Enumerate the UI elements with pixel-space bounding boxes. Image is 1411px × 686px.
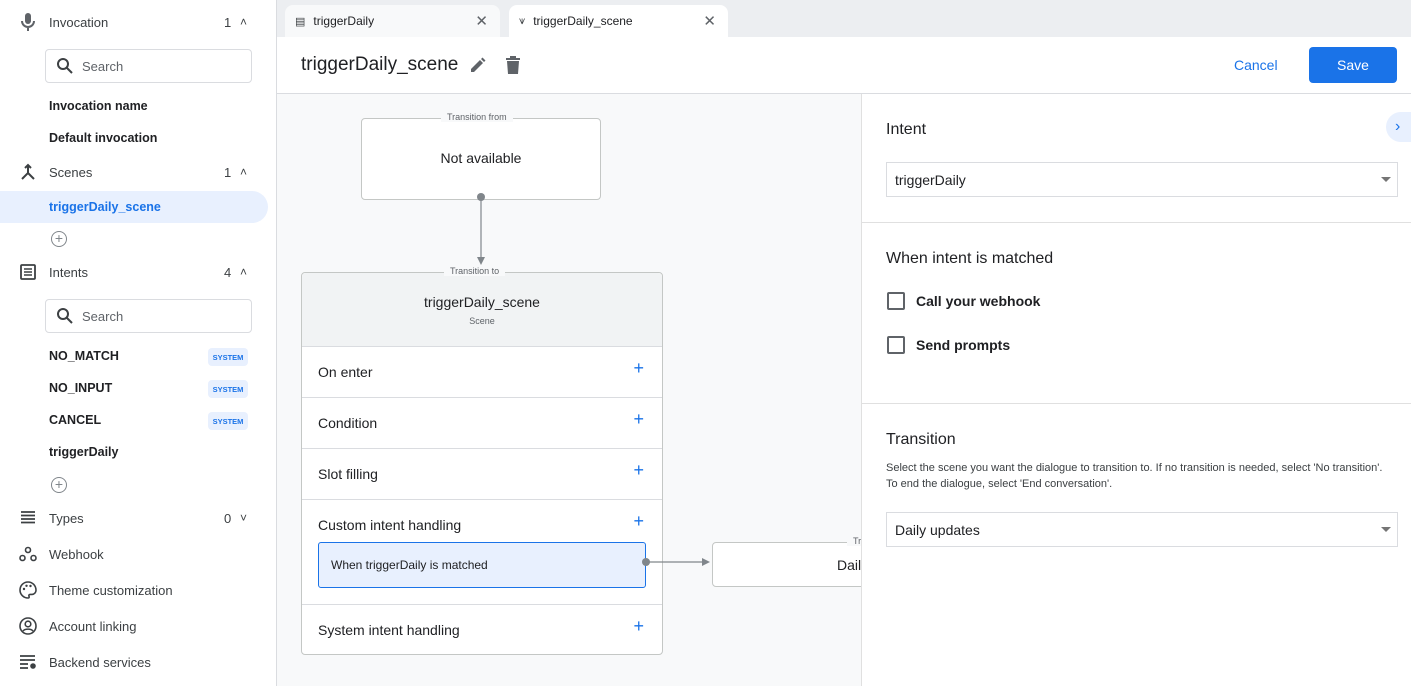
sidebar-item-cancel[interactable]: CANCEL xyxy=(49,413,102,427)
chevron-up-icon[interactable]: ˄ xyxy=(240,15,248,29)
section-intents[interactable]: Intents 4 ˄ xyxy=(0,257,276,287)
sidebar-item-backend-services[interactable]: Backend services xyxy=(0,647,276,677)
section-invocation[interactable]: Invocation 1 ˄ xyxy=(0,7,276,37)
sidebar-item-account-linking[interactable]: Account linking xyxy=(0,611,276,641)
add-icon[interactable]: + xyxy=(633,616,644,636)
tab-bar: ▤ triggerDaily ✕ ⩛ triggerDaily_scene ✕ xyxy=(277,0,1411,37)
connector-arrow xyxy=(477,193,485,265)
scene-canvas: Transition from Not available Transition… xyxy=(277,94,861,686)
cancel-button[interactable]: Cancel xyxy=(1234,57,1278,73)
section-types[interactable]: Types 0 ˅ xyxy=(0,503,276,533)
page-header: triggerDaily_scene Cancel Save xyxy=(277,37,1411,94)
sidebar-item-webhook[interactable]: Webhook xyxy=(0,539,276,569)
save-button[interactable]: Save xyxy=(1309,47,1397,83)
sidebar: Invocation 1 ˄ Search Invocation name De… xyxy=(0,0,277,686)
delete-trash-icon[interactable] xyxy=(505,55,521,74)
sidebar-item-no-input[interactable]: NO_INPUT xyxy=(49,381,113,395)
chevron-up-icon[interactable]: ˄ xyxy=(240,165,248,179)
add-icon[interactable]: + xyxy=(633,409,644,429)
dropdown-arrow-icon xyxy=(1381,527,1391,532)
intent-list-icon xyxy=(18,262,38,282)
transition-description: Select the scene you want the dialogue t… xyxy=(886,462,1383,490)
chevron-up-icon[interactable]: ˄ xyxy=(240,265,248,279)
row-slot-filling[interactable]: Slot filling+ xyxy=(302,448,662,499)
types-icon xyxy=(18,508,38,528)
chevron-right-icon[interactable]: › xyxy=(1386,112,1411,142)
chevron-down-icon[interactable]: ˅ xyxy=(240,511,248,525)
sidebar-item-theme-customization[interactable]: Theme customization xyxy=(0,575,276,605)
handler-connector-arrow xyxy=(642,558,710,566)
close-icon[interactable]: ✕ xyxy=(475,13,488,30)
sidebar-item-no-match[interactable]: NO_MATCH xyxy=(49,349,119,363)
scene-icon: ⩛ xyxy=(519,14,526,27)
palette-icon xyxy=(18,580,38,600)
intent-handler-triggerdaily[interactable]: When triggerDaily is matched xyxy=(318,542,646,588)
tab-triggerdaily[interactable]: ▤ triggerDaily ✕ xyxy=(285,5,500,37)
transition-select[interactable]: Daily updates xyxy=(886,512,1398,547)
add-icon[interactable]: + xyxy=(633,358,644,378)
microphone-icon xyxy=(18,12,38,32)
section-scenes[interactable]: Scenes 1 ˄ xyxy=(0,157,276,187)
divider xyxy=(862,222,1411,223)
row-custom-intent-handling[interactable]: Custom intent handling+ When triggerDail… xyxy=(302,499,662,604)
intent-icon: ▤ xyxy=(295,15,306,28)
scene-node: Transition to triggerDaily_scene Scene O… xyxy=(301,266,663,655)
call-webhook-checkbox[interactable] xyxy=(887,292,905,310)
invocation-search-input[interactable]: Search xyxy=(45,49,252,83)
row-system-intent-handling[interactable]: System intent handling+ xyxy=(302,604,662,655)
page-title: triggerDaily_scene xyxy=(301,54,459,75)
transition-from-node: Transition from Not available xyxy=(361,112,601,200)
add-scene-icon[interactable]: + xyxy=(51,231,67,247)
system-badge: SYSTEM xyxy=(208,412,248,430)
row-condition[interactable]: Condition+ xyxy=(302,397,662,448)
close-icon[interactable]: ✕ xyxy=(703,13,716,30)
scene-icon xyxy=(18,162,38,182)
divider xyxy=(862,403,1411,404)
system-badge: SYSTEM xyxy=(208,380,248,398)
dropdown-arrow-icon xyxy=(1381,177,1391,182)
sidebar-item-triggerdaily-scene[interactable]: triggerDaily_scene xyxy=(0,191,268,223)
intent-detail-panel: › Intent triggerDaily When intent is mat… xyxy=(861,94,1411,686)
transition-target-node[interactable]: Tr Dail xyxy=(712,536,861,587)
add-icon[interactable]: + xyxy=(633,460,644,480)
row-on-enter[interactable]: On enter+ xyxy=(302,346,662,397)
backend-settings-icon xyxy=(18,652,38,672)
scene-node-title: triggerDaily_scene xyxy=(424,294,540,310)
intent-select[interactable]: triggerDaily xyxy=(886,162,1398,197)
search-icon xyxy=(57,308,73,324)
tab-triggerdaily-scene[interactable]: ⩛ triggerDaily_scene ✕ xyxy=(509,5,728,37)
send-prompts-checkbox[interactable] xyxy=(887,336,905,354)
add-icon[interactable]: + xyxy=(633,511,644,531)
sidebar-item-invocation-name[interactable]: Invocation name xyxy=(49,99,148,113)
add-intent-icon[interactable]: + xyxy=(51,477,67,493)
webhook-icon xyxy=(18,544,38,564)
search-icon xyxy=(57,58,73,74)
edit-pencil-icon[interactable] xyxy=(469,56,487,74)
system-badge: SYSTEM xyxy=(208,348,248,366)
intents-search-input[interactable]: Search xyxy=(45,299,252,333)
sidebar-item-default-invocation[interactable]: Default invocation xyxy=(49,131,158,145)
account-circle-icon xyxy=(18,616,38,636)
sidebar-item-triggerdaily[interactable]: triggerDaily xyxy=(49,445,119,459)
